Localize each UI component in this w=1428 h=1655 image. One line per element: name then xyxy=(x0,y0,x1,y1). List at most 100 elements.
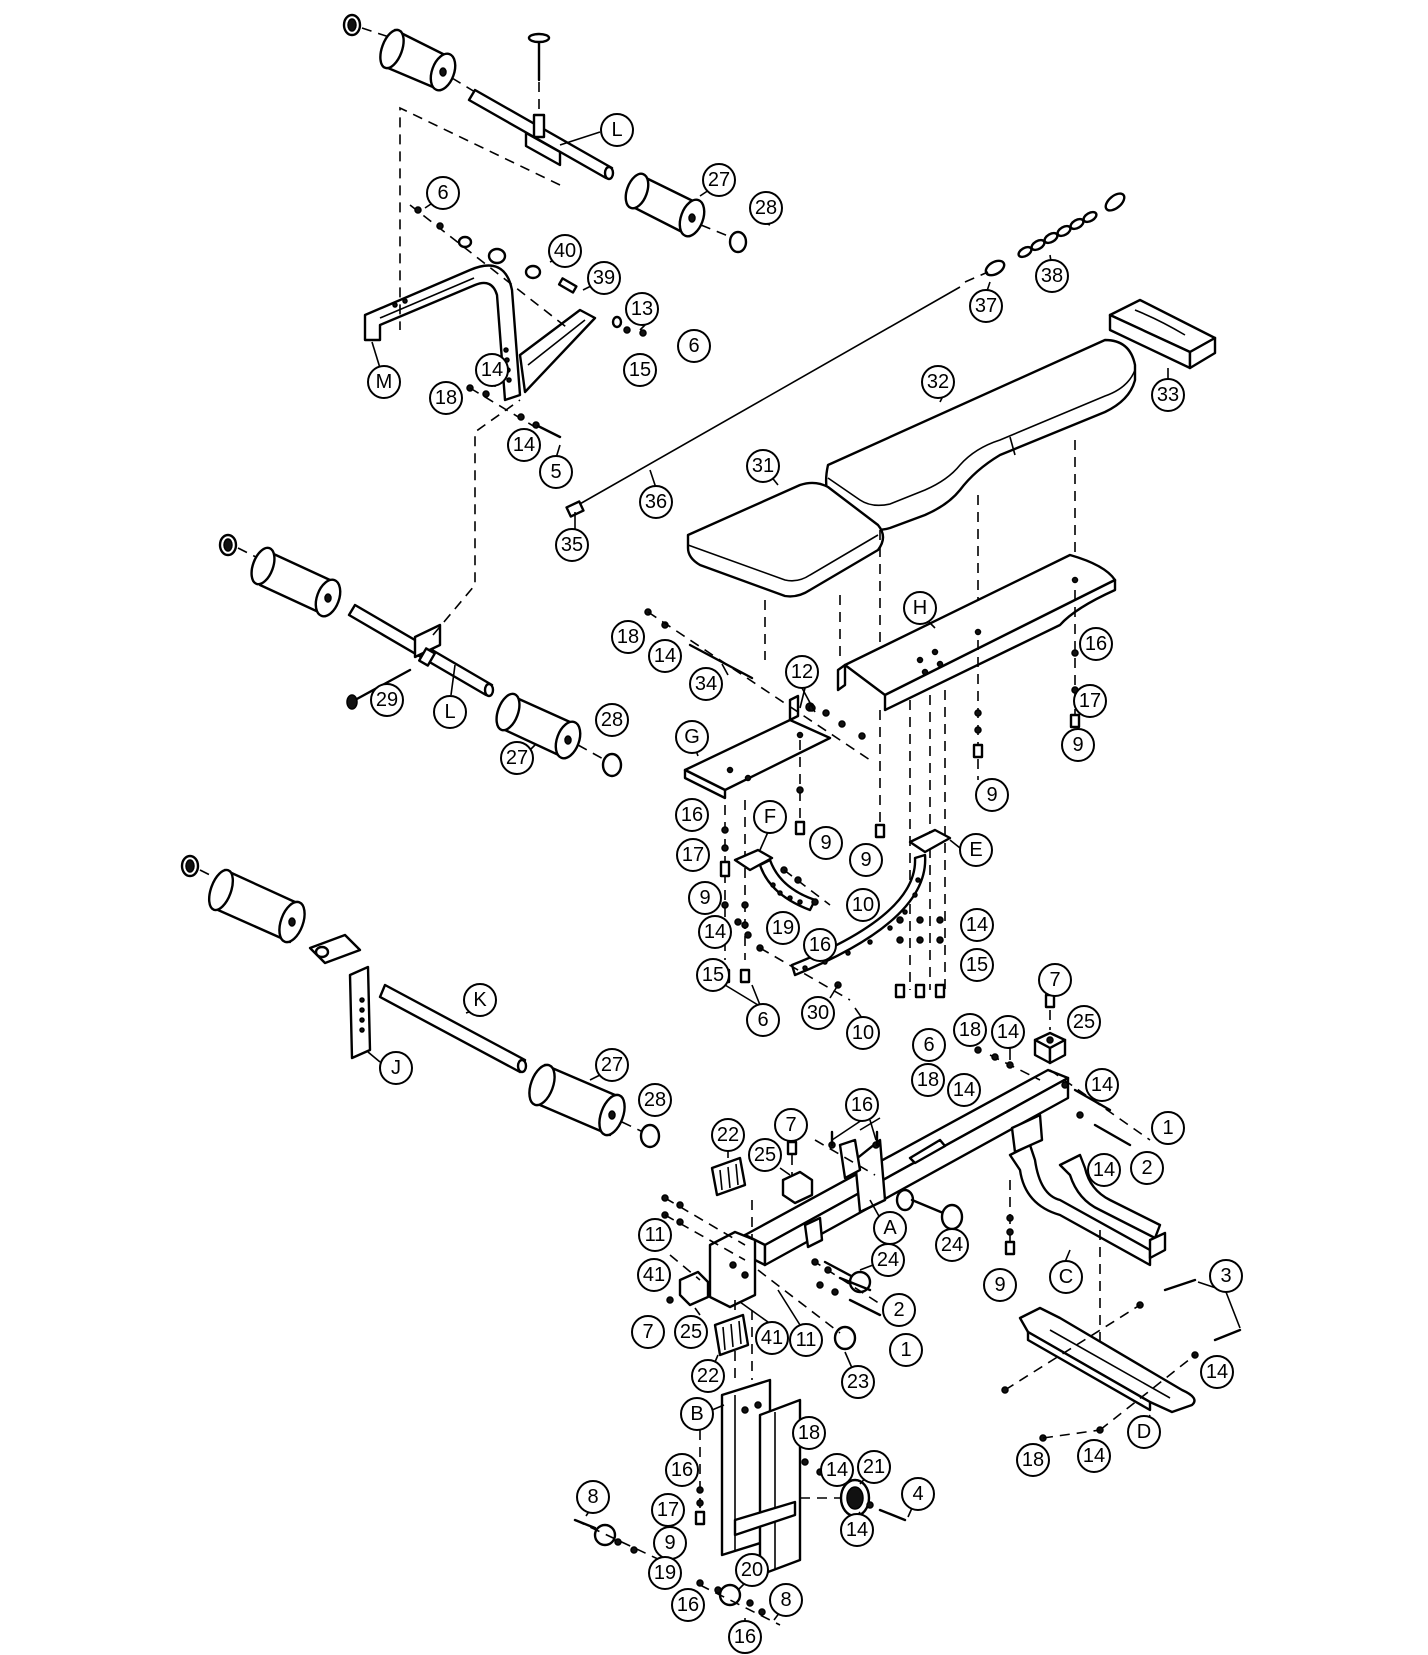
svg-text:4: 4 xyxy=(912,1483,923,1505)
svg-text:14: 14 xyxy=(846,1519,868,1541)
svg-text:C: C xyxy=(1059,1266,1073,1288)
callout-28-a: 28 xyxy=(749,191,783,226)
callout-29: 29 xyxy=(370,683,404,717)
svg-text:27: 27 xyxy=(601,1054,623,1076)
svg-text:H: H xyxy=(913,597,927,619)
callout-14-j: 14 xyxy=(1200,1355,1234,1389)
svg-text:K: K xyxy=(473,989,487,1011)
chain xyxy=(1017,210,1098,259)
svg-text:14: 14 xyxy=(704,921,726,943)
callout-38: 38 xyxy=(1035,254,1069,293)
callout-27-a: 27 xyxy=(699,163,736,197)
svg-text:E: E xyxy=(969,839,982,861)
svg-text:18: 18 xyxy=(959,1019,981,1041)
callout-3: 3 xyxy=(1197,1259,1243,1329)
callout-16-g: 16 xyxy=(728,1618,762,1654)
svg-text:15: 15 xyxy=(966,954,988,976)
callout-14-i: 14 xyxy=(1087,1153,1121,1187)
bracket-C xyxy=(1004,1113,1167,1350)
callout-24-b: 24 xyxy=(859,1243,905,1277)
callout-L-mid: L xyxy=(433,664,467,729)
callout-27-c: 27 xyxy=(589,1048,629,1082)
svg-text:15: 15 xyxy=(629,359,651,381)
svg-text:14: 14 xyxy=(513,434,535,456)
callout-10-a: 10 xyxy=(846,888,880,922)
svg-text:18: 18 xyxy=(798,1422,820,1444)
svg-text:23: 23 xyxy=(847,1371,869,1393)
lower-roller-assembly xyxy=(180,854,661,1149)
svg-text:18: 18 xyxy=(1022,1449,1044,1471)
callout-14-d: 14 xyxy=(698,915,732,949)
svg-text:16: 16 xyxy=(677,1594,699,1616)
svg-text:37: 37 xyxy=(975,295,997,317)
svg-text:17: 17 xyxy=(682,844,704,866)
callout-labels: L 6 27 28 40 39 13 6 15 38 37 33 32 M 14… xyxy=(367,113,1243,1654)
svg-text:16: 16 xyxy=(809,934,831,956)
callout-19-b: 19 xyxy=(648,1556,682,1590)
callout-1-a: 1 xyxy=(1151,1111,1185,1145)
callout-16-c: 16 xyxy=(803,928,837,962)
callout-1-b: 1 xyxy=(889,1333,923,1367)
callout-17-a: 17 xyxy=(1073,684,1107,718)
svg-text:16: 16 xyxy=(681,804,703,826)
svg-text:38: 38 xyxy=(1041,265,1063,287)
svg-text:31: 31 xyxy=(752,455,774,477)
svg-text:33: 33 xyxy=(1157,384,1179,406)
svg-text:21: 21 xyxy=(863,1456,885,1478)
svg-text:6: 6 xyxy=(923,1034,934,1056)
callout-B: B xyxy=(680,1397,725,1431)
callout-H: H xyxy=(903,591,937,629)
callout-19-a: 19 xyxy=(766,911,800,945)
svg-text:17: 17 xyxy=(1079,690,1101,712)
callout-4: 4 xyxy=(901,1477,935,1518)
svg-text:9: 9 xyxy=(820,832,831,854)
callout-14-m: 14 xyxy=(840,1511,874,1547)
svg-text:6: 6 xyxy=(757,1009,768,1031)
callout-14-k: 14 xyxy=(1077,1439,1111,1473)
svg-text:25: 25 xyxy=(754,1144,776,1166)
callout-35: 35 xyxy=(555,512,589,562)
main-frame-A xyxy=(708,993,1151,1309)
callout-32: 32 xyxy=(921,365,955,403)
callout-6-a: 6 xyxy=(424,176,460,210)
svg-text:G: G xyxy=(684,726,700,748)
svg-text:D: D xyxy=(1137,1421,1151,1443)
hardware-G-H xyxy=(644,590,1081,990)
callout-7-a: 7 xyxy=(1038,963,1072,997)
svg-text:11: 11 xyxy=(645,1224,666,1246)
callout-28-b: 28 xyxy=(595,703,629,737)
callout-31: 31 xyxy=(746,449,780,486)
callout-13: 13 xyxy=(625,292,659,331)
cable-chain-assembly xyxy=(565,192,1126,518)
callout-17-c: 17 xyxy=(651,1493,685,1527)
svg-text:35: 35 xyxy=(561,534,583,556)
bracket-E xyxy=(790,828,952,977)
svg-text:14: 14 xyxy=(997,1021,1019,1043)
callout-E: E xyxy=(949,833,993,867)
svg-text:B: B xyxy=(690,1403,703,1425)
callout-9-a: 9 xyxy=(1061,728,1095,762)
callout-7-b: 7 xyxy=(774,1108,808,1142)
svg-text:16: 16 xyxy=(734,1626,756,1648)
svg-text:17: 17 xyxy=(657,1499,679,1521)
callout-18-a: 18 xyxy=(429,381,463,415)
svg-text:27: 27 xyxy=(708,169,730,191)
svg-text:6: 6 xyxy=(437,182,448,204)
callout-37: 37 xyxy=(969,281,1003,323)
svg-text:7: 7 xyxy=(785,1114,796,1136)
callout-9-g: 9 xyxy=(653,1526,687,1560)
callout-14-f: 14 xyxy=(991,1015,1025,1060)
svg-text:40: 40 xyxy=(554,240,576,262)
callout-41-b: 41 xyxy=(739,1301,789,1355)
callout-5: 5 xyxy=(539,444,573,489)
callout-9-d: 9 xyxy=(849,843,883,877)
callout-41-a: 41 xyxy=(637,1258,671,1292)
svg-text:28: 28 xyxy=(755,197,777,219)
top-roller-assembly xyxy=(342,13,748,254)
callout-28-c: 28 xyxy=(638,1083,672,1117)
svg-text:11: 11 xyxy=(796,1329,817,1351)
callout-14-a: 14 xyxy=(475,353,509,387)
svg-text:22: 22 xyxy=(697,1365,719,1387)
callout-33: 33 xyxy=(1151,368,1185,412)
svg-text:14: 14 xyxy=(654,645,676,667)
